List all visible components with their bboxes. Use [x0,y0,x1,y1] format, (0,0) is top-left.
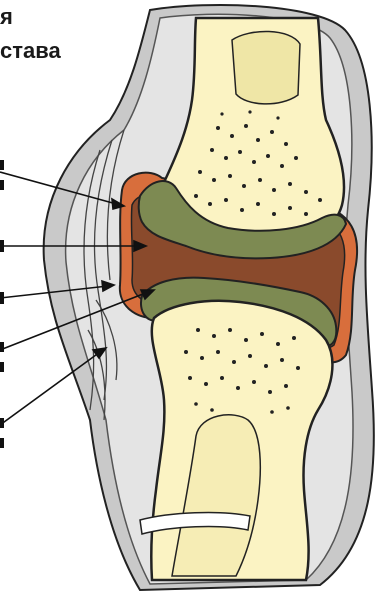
upper-canal [232,31,300,103]
cropped-labels [0,160,4,448]
title-line-1: я [0,6,13,28]
title-line-2: става [0,40,61,62]
